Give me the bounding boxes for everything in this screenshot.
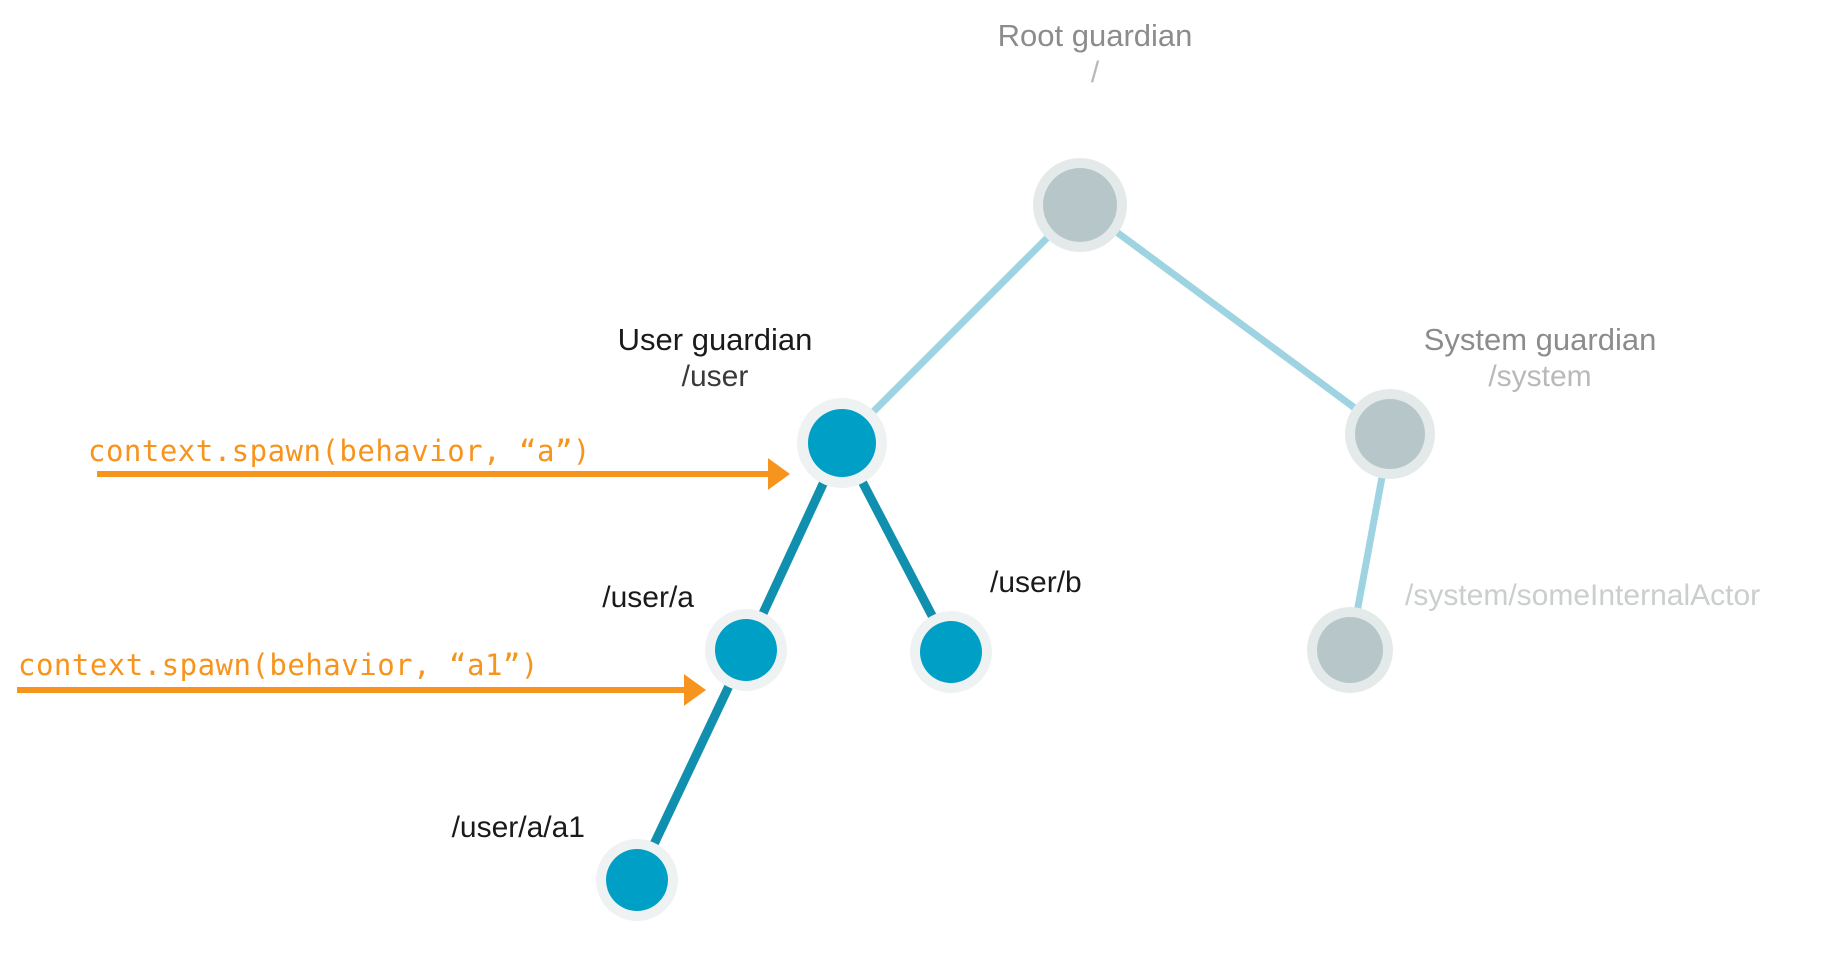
system-guardian-node-core	[1355, 399, 1425, 469]
root-guardian-node-core	[1043, 168, 1117, 242]
user-a-a1-label: /user/a/a1	[452, 810, 585, 845]
user-a-a1-label-text: /user/a/a1	[451, 811, 585, 844]
system-guardian-label-path: /system	[1488, 359, 1592, 393]
edge-user-a-to-user-a-a1	[647, 677, 736, 853]
user-guardian-label: User guardian/user	[618, 322, 813, 394]
user-guardian-label-path: /user	[681, 359, 749, 393]
spawn-a1-annotation-arrow	[17, 674, 706, 706]
edge-user-to-user-b	[855, 473, 940, 625]
user-a-label: /user/a	[602, 580, 694, 615]
user-b-label-text: /user/b	[990, 566, 1082, 599]
edge-root-to-system	[1109, 225, 1363, 415]
user-b-node-core	[920, 621, 982, 683]
spawn-a-annotation-arrow-head	[768, 458, 790, 490]
system-guardian-node[interactable]	[1345, 389, 1435, 479]
edge-system-to-internal	[1352, 469, 1387, 617]
user-a-a1-node[interactable]	[596, 839, 678, 921]
user-b-node[interactable]	[910, 611, 992, 693]
edge-user-to-user-a	[755, 474, 831, 622]
user-a-node[interactable]	[705, 609, 787, 691]
spawn-a1-annotation-arrow-head	[684, 674, 706, 706]
system-guardian-label-title: System guardian	[1423, 322, 1657, 357]
system-internal-actor-label-text: /system/someInternalActor	[1405, 579, 1761, 612]
edge-root-to-user	[865, 230, 1055, 420]
root-guardian-label: Root guardian/	[998, 18, 1193, 90]
user-a-a1-node-core	[606, 849, 668, 911]
system-internal-actor-label: /system/someInternalActor	[1405, 578, 1760, 613]
spawn-a-annotation-arrow	[97, 458, 790, 490]
user-b-label: /user/b	[990, 565, 1082, 600]
root-guardian-node[interactable]	[1033, 158, 1127, 252]
system-guardian-label: System guardian/system	[1424, 322, 1657, 394]
root-guardian-label-path: /	[1090, 55, 1100, 89]
spawn-a1-annotation-code: context.spawn(behavior, “a1”)	[18, 648, 539, 682]
user-guardian-label-title: User guardian	[617, 322, 813, 357]
root-guardian-label-title: Root guardian	[997, 18, 1193, 53]
user-a-label-text: /user/a	[602, 581, 694, 614]
user-guardian-node-core	[808, 409, 876, 477]
user-guardian-node[interactable]	[797, 398, 887, 488]
system-internal-actor-node[interactable]	[1307, 607, 1393, 693]
user-a-node-core	[715, 619, 777, 681]
spawn-a-annotation-code: context.spawn(behavior, “a”)	[88, 434, 591, 468]
system-internal-actor-node-core	[1317, 617, 1383, 683]
